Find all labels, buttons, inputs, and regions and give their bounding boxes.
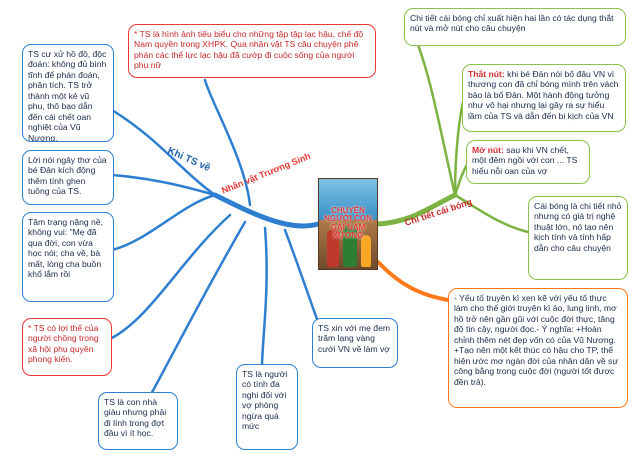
node-mother-mood: Tâm trạng nặng nề, không vui: "Mẹ đã qua… xyxy=(22,212,114,302)
connector-to-intro xyxy=(410,28,457,197)
connector-to-top xyxy=(203,78,252,207)
node-shadow-intro: Chi tiết cái bóng chỉ xuất hiện hai lần … xyxy=(404,8,626,46)
center-book-cover: CHUYỆN NGƯỜI CON GÁI NAM XƯƠNG xyxy=(318,178,378,270)
node-prefix: * xyxy=(134,29,140,39)
node-ts-behavior: TS cư xử hồ đồ, độc đoán: không đủ bình … xyxy=(22,44,114,142)
node-shadow-detail: Cái bóng là chi tiết nhỏ nhưng có giá tr… xyxy=(528,196,628,280)
connector-to-child xyxy=(110,173,217,197)
connector-to-origin xyxy=(110,108,217,197)
node-fantasy-meaning: - Yếu tố truyền kì xen kẽ với yếu tố thự… xyxy=(448,288,628,408)
connector-trunk-right xyxy=(375,192,458,227)
node-text: - Yếu tố truyền kì xen kẽ với yếu tố thự… xyxy=(454,293,619,387)
connector-to-mom-words xyxy=(283,228,320,324)
node-feudal-privilege: * TS có lợi thế của người chồng trong xã… xyxy=(22,318,112,376)
node-text: Tâm trạng nặng nề, không vui: "Mẹ đã qua… xyxy=(28,217,104,280)
node-text: * TS có lợi thế của người chồng trong xã… xyxy=(28,323,99,365)
node-rich-family: TS là con nhà giàu nhưng phải đi lính tr… xyxy=(98,392,178,450)
node-child-words: Lời nói ngây thơ của bé Đản kích động th… xyxy=(22,150,114,205)
cover-figure xyxy=(327,229,339,267)
node-text: Cái bóng là chi tiết nhỏ nhưng có giá tr… xyxy=(534,201,622,253)
node-text: sau khi VN chết, một đêm ngồi với con ..… xyxy=(472,145,578,176)
connector-to-bottom xyxy=(376,260,450,302)
cover-figure xyxy=(343,225,357,267)
node-unknot: Mở nút: sau khi VN chết, một đêm ngồi vớ… xyxy=(466,140,590,184)
node-knot: Thắt nút: khi bé Đản nói bố đâu VN vì th… xyxy=(462,64,626,132)
node-text: TS là con nhà giàu nhưng phải đi lính tr… xyxy=(104,397,167,439)
connector-to-mother xyxy=(110,193,217,252)
node-text: TS là hình ảnh tiêu biểu cho những tập t… xyxy=(134,29,364,71)
connector-to-feudal xyxy=(106,213,232,342)
node-text: TS là người có tính đa nghi đối với vợ p… xyxy=(242,369,288,432)
connector-to-detail xyxy=(453,193,530,234)
cover-title: CHUYỆN NGƯỜI CON GÁI NAM XƯƠNG xyxy=(324,206,372,241)
node-text: Chi tiết cái bóng chỉ xuất hiện hai lần … xyxy=(410,13,614,34)
node-text: TS xin với mẹ đem trăm lạng vàng cưới VN… xyxy=(318,323,391,354)
connector-trunk-left xyxy=(212,192,321,229)
cover-figure xyxy=(361,235,371,267)
node-suspicious: TS là người có tính đa nghi đối với vợ p… xyxy=(236,364,298,450)
node-label: Thắt nút: xyxy=(468,69,505,79)
node-label: Mở nút: xyxy=(472,145,504,155)
connector-to-tl xyxy=(260,226,268,370)
node-dowry: TS xin với mẹ đem trăm lạng vàng cưới VN… xyxy=(312,318,398,368)
node-text: khi bé Đản nói bố đâu VN vì thương con đ… xyxy=(468,69,619,121)
connector-to-rich xyxy=(148,220,247,398)
node-ts-symbol: * TS là hình ảnh tiêu biểu cho những tập… xyxy=(128,24,376,78)
node-text: TS cư xử hồ đồ, độc đoán: không đủ bình … xyxy=(28,49,107,142)
node-text: Lời nói ngây thơ của bé Đản kích động th… xyxy=(28,155,107,197)
